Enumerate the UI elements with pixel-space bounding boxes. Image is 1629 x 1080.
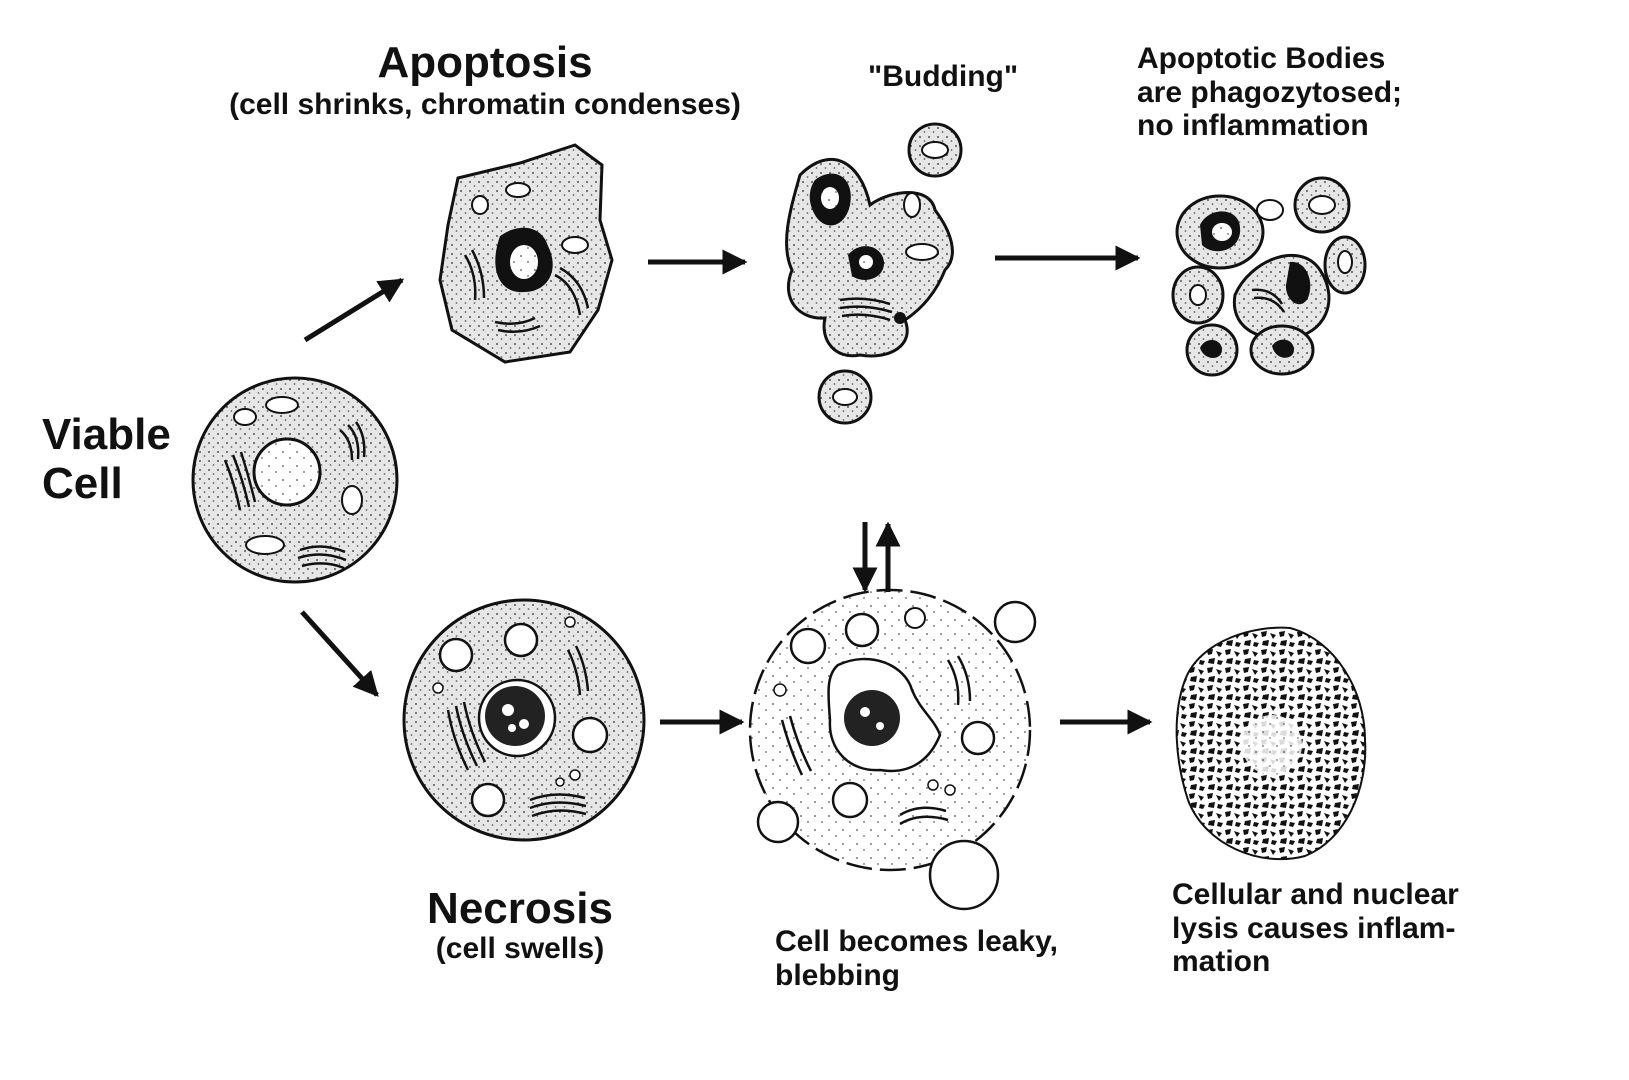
lysis-label-line3: mation xyxy=(1172,945,1271,979)
lysis-label-line2: lysis causes inflam- xyxy=(1172,911,1456,945)
leaky-label-line1: Cell becomes leaky, xyxy=(775,925,1058,958)
viable-cell xyxy=(191,376,399,584)
arrow-viable-to-apoptosis xyxy=(303,277,405,343)
apoptotic-bodies xyxy=(1171,176,1367,377)
budding-label: "Budding" xyxy=(868,60,1019,93)
necrotic-swollen-cell xyxy=(402,598,646,842)
budding-cell xyxy=(785,122,963,425)
apoptosis-title: Apoptosis xyxy=(377,38,593,87)
apoptotic-shrunken-cell xyxy=(438,143,614,364)
leaky-cell-label: Cell becomes leaky, blebbing xyxy=(775,925,1058,992)
bodies-label-line1: Apoptotic Bodies xyxy=(1137,42,1386,75)
flow-arrows xyxy=(300,245,1153,735)
lysed-cell xyxy=(1175,626,1367,861)
viable-label-line2: Cell xyxy=(42,459,123,509)
bodies-label-line3: no inflammation xyxy=(1137,109,1369,143)
leaky-blebbing-cell xyxy=(748,588,1037,911)
apoptosis-subtitle: (cell shrinks, chromatin condenses) xyxy=(229,88,741,121)
lysis-label: Cellular and nuclear lysis causes inflam… xyxy=(1172,878,1459,979)
arrow-viable-to-necrosis xyxy=(300,610,379,697)
apoptotic-bodies-label: Apoptotic Bodies are phagozytosed; no in… xyxy=(1137,42,1402,143)
necrosis-title: Necrosis xyxy=(427,884,613,933)
viable-label-line1: Viable xyxy=(42,410,171,459)
bodies-label-line2: are phagozytosed; xyxy=(1137,75,1403,109)
lysis-label-line1: Cellular and nuclear xyxy=(1172,878,1459,911)
leaky-label-line2: blebbing xyxy=(775,958,900,992)
necrosis-subtitle: (cell swells) xyxy=(435,932,605,965)
viable-cell-label: Viable Cell xyxy=(42,410,171,509)
